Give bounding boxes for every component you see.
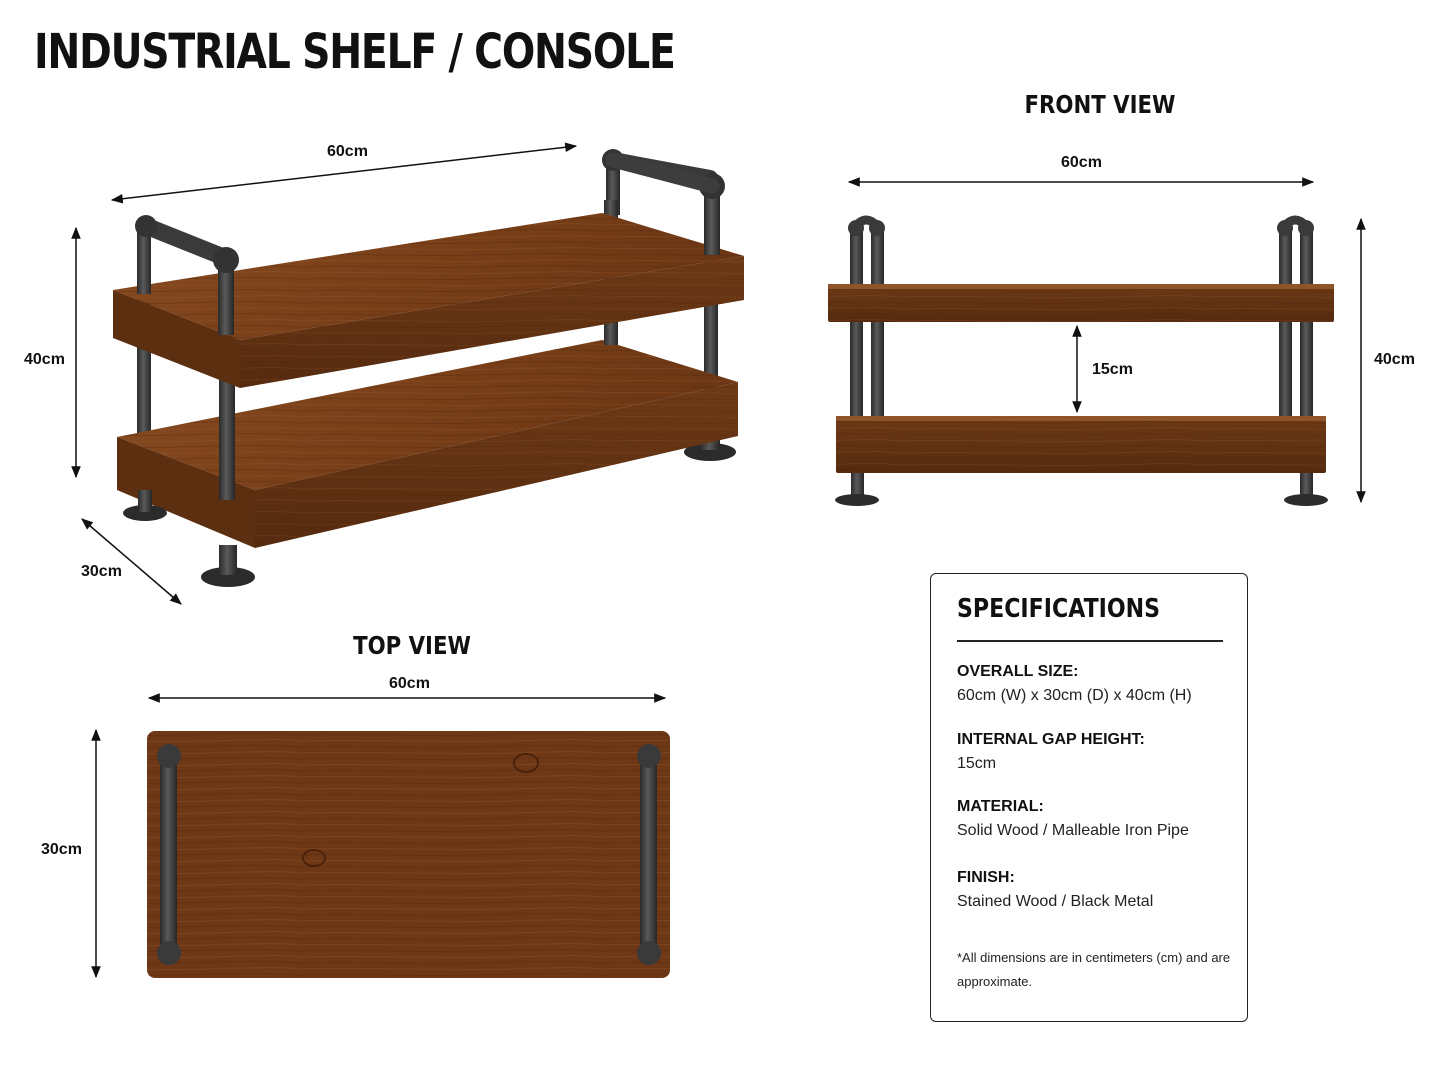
spec-label-overall-size: OVERALL SIZE:	[957, 663, 1079, 680]
front-view-title: FRONT VIEW	[1024, 90, 1176, 119]
spec-value-overall-size: 60cm (W) x 30cm (D) x 40cm (H)	[957, 687, 1192, 704]
perspective-width-label: 60cm	[327, 143, 368, 160]
top-width-label: 60cm	[389, 675, 430, 692]
perspective-shelf	[113, 149, 744, 587]
perspective-depth-label: 30cm	[81, 563, 122, 580]
spec-label-material: MATERIAL:	[957, 798, 1044, 815]
specifications-title: SPECIFICATIONS	[957, 594, 1161, 624]
spec-value-finish: Stained Wood / Black Metal	[957, 893, 1154, 910]
top-view-shelf	[147, 731, 670, 978]
specifications-panel: SPECIFICATIONS OVERALL SIZE: 60cm (W) x …	[930, 573, 1248, 1022]
spec-value-material: Solid Wood / Malleable Iron Pipe	[957, 822, 1189, 839]
perspective-height-label: 40cm	[24, 351, 65, 368]
specifications-divider	[957, 640, 1223, 642]
front-gap-label: 15cm	[1092, 361, 1133, 378]
specifications-note: *All dimensions are in centimeters (cm) …	[957, 950, 1231, 989]
front-view-shelf	[828, 215, 1334, 506]
spec-label-gap-height: INTERNAL GAP HEIGHT:	[957, 731, 1145, 748]
spec-value-gap-height: 15cm	[957, 755, 997, 772]
page-title: INDUSTRIAL SHELF / CONSOLE	[34, 24, 676, 80]
spec-label-finish: FINISH:	[957, 869, 1015, 886]
top-view-title: TOP VIEW	[353, 631, 471, 660]
front-width-label: 60cm	[1061, 154, 1102, 171]
front-height-label: 40cm	[1374, 351, 1415, 368]
top-depth-label: 30cm	[41, 841, 82, 858]
